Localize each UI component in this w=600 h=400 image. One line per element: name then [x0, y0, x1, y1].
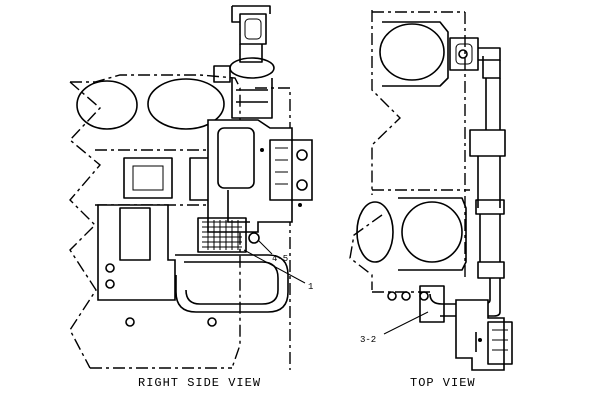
leader-3-2 — [383, 311, 429, 335]
top-view-caption: TOP VIEW — [410, 376, 476, 390]
grid-pattern — [202, 220, 242, 250]
right-side-view — [68, 5, 313, 370]
callout-4-5: 4-5 — [272, 254, 288, 264]
right-side-view-caption: RIGHT SIDE VIEW — [138, 376, 261, 390]
top-view — [349, 10, 513, 371]
callout-1: 1 — [308, 282, 313, 292]
leader-1 — [243, 249, 306, 284]
leader-4-5 — [257, 239, 273, 255]
callout-3-2: 3-2 — [360, 335, 376, 345]
